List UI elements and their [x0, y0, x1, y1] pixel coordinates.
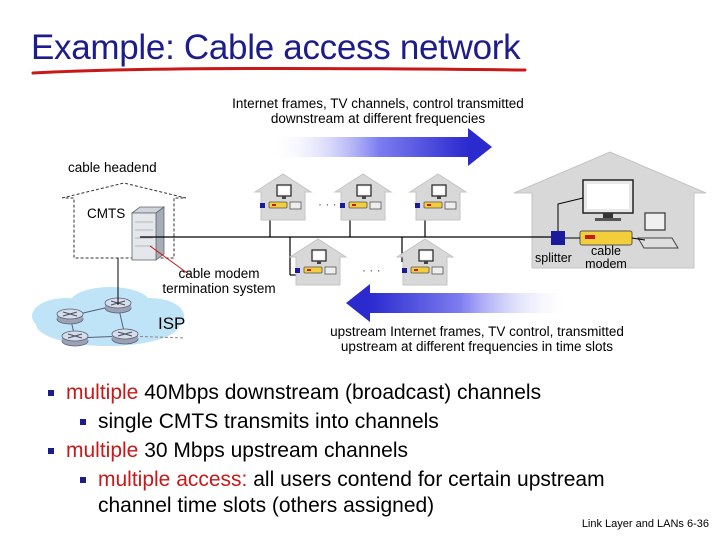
house-4	[289, 238, 347, 286]
title-underline	[31, 66, 527, 75]
bullet-2: multiple 30 Mbps upstream channels	[48, 438, 708, 464]
downstream-label: Internet frames, TV channels, control tr…	[198, 96, 558, 126]
bullet-2-text: 30 Mbps upstream channels	[138, 439, 409, 462]
cable-trunk	[140, 212, 551, 275]
modem-label-line1: cable	[591, 244, 621, 258]
ellipsis-upper: · · ·	[318, 197, 337, 211]
bullet-2-sub-highlight: multiple access:	[98, 468, 248, 491]
bullet-2-sub-text: all users contend for certain upstream c…	[98, 468, 605, 517]
bullet-1-highlight: multiple	[66, 381, 139, 404]
isp-label: ISP	[158, 314, 186, 333]
bullet-1-sub: single CMTS transmits into channels	[48, 409, 708, 435]
slide-footer: Link Layer and LANs 6-36	[581, 518, 709, 530]
bullet-list: multiple 40Mbps downstream (broadcast) c…	[48, 380, 708, 522]
headend-label: cable headend	[68, 160, 157, 175]
upstream-label: upstream Internet frames, TV control, tr…	[290, 324, 664, 354]
upstream-label-line1: upstream Internet frames, TV control, tr…	[330, 324, 624, 339]
bullet-1-sub-text: single CMTS transmits into channels	[98, 410, 439, 433]
network-diagram	[31, 66, 707, 347]
bullet-2-sub: multiple access: all users contend for c…	[48, 467, 658, 519]
cmts-callout-label: cable modem termination system	[152, 266, 286, 296]
ellipsis-lower: · · ·	[362, 263, 381, 277]
house-3	[409, 173, 467, 221]
isp-cloud	[32, 287, 186, 347]
splitter-label: splitter	[535, 251, 572, 265]
modem-label: cable modem	[580, 245, 632, 271]
cmts-callout-line1: cable modem	[178, 266, 260, 281]
house-2	[334, 173, 392, 221]
upstream-arrow	[346, 284, 570, 322]
cmts-label: CMTS	[87, 206, 126, 221]
slide-title: Example: Cable access network	[31, 28, 521, 67]
downstream-label-line2: downstream at different frequencies	[270, 111, 486, 126]
downstream-arrow	[270, 128, 492, 166]
house-5	[396, 238, 454, 286]
house-1	[254, 173, 312, 221]
upstream-label-line2: upstream at different frequencies in tim…	[340, 339, 614, 354]
cmts-rack	[130, 206, 166, 261]
cmts-callout-line2: termination system	[162, 281, 276, 296]
bullet-2-highlight: multiple	[66, 439, 139, 462]
bullet-1-text: 40Mbps downstream (broadcast) channels	[138, 381, 542, 404]
modem-label-line2: modem	[585, 257, 627, 271]
subscriber-house	[513, 151, 707, 269]
downstream-label-line1: Internet frames, TV channels, control tr…	[232, 96, 524, 111]
cmts-callout-line	[149, 245, 191, 276]
bullet-1: multiple 40Mbps downstream (broadcast) c…	[48, 380, 708, 406]
